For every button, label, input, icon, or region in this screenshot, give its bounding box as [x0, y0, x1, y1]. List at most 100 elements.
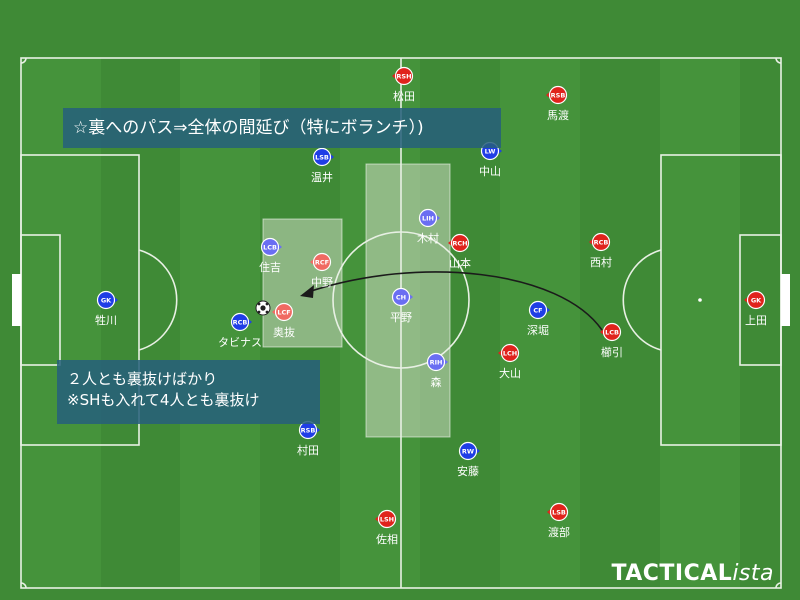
player-position-code: GK [751, 297, 762, 305]
annotation-bottom-line2: ※SHも入れて4人とも裏抜け [67, 391, 260, 409]
player-position-code: LCH [503, 350, 517, 358]
player-disc [591, 232, 611, 252]
player-name: 馬渡 [547, 108, 569, 122]
pass-arrowhead [300, 285, 314, 298]
player-name: 西村 [590, 255, 612, 269]
player-disc [230, 312, 250, 332]
player-disc [377, 509, 397, 529]
player-position-code: RIH [430, 359, 443, 367]
player-name: 渡部 [548, 525, 570, 539]
penalty-arc-left [138, 249, 178, 351]
player-marker: LSB 温井 [311, 147, 334, 184]
player-position-code: CH [396, 294, 406, 302]
player-name: 佐相 [376, 532, 398, 546]
player-marker: RSB 村田 [297, 420, 320, 457]
corner-arc-top-left [20, 57, 27, 64]
player-position-code: RSH [396, 73, 411, 81]
player-position-code: RW [462, 448, 474, 456]
player-disc [391, 287, 411, 307]
player-position-code: LSB [552, 509, 566, 517]
player-name: 深堀 [527, 324, 549, 337]
pass-arrow [307, 271, 603, 331]
player-disc [458, 441, 478, 461]
player-name: 山本 [449, 256, 471, 270]
player-disc [500, 343, 520, 363]
player-name: 大山 [499, 366, 521, 380]
player-marker: CF 深堀 [527, 300, 550, 337]
player-name: 櫛引 [601, 345, 623, 359]
corner-arc-top-right [775, 57, 782, 64]
player-disc [549, 502, 569, 522]
player-marker: RSH 松田 [392, 66, 415, 103]
player-marker: RW 安藤 [457, 441, 480, 478]
player-name: 奥抜 [273, 325, 295, 339]
center-circle [332, 231, 470, 369]
player-marker: RCB 西村 [589, 232, 612, 269]
player-position-code: RCB [233, 319, 248, 327]
player-position-code: CF [533, 307, 542, 315]
penalty-arc-right [622, 249, 662, 351]
player-name: 松田 [393, 89, 415, 103]
player-marker: LSB 渡部 [547, 502, 570, 539]
player-position-code: RCH [452, 240, 467, 248]
ball-icon [255, 300, 271, 316]
player-position-code: LSB [315, 154, 329, 162]
player-position-code: LCF [277, 309, 290, 317]
goal-right [781, 274, 790, 326]
player-disc [96, 290, 116, 310]
player-position-code: RCB [594, 239, 609, 247]
player-marker: RCH 山本 [448, 233, 471, 270]
player-disc [426, 352, 446, 372]
player-marker: LIH 木村 [417, 208, 440, 245]
player-position-code: RCF [315, 259, 329, 267]
player-position-code: LIH [422, 215, 434, 223]
player-name: 中野 [311, 276, 333, 289]
penalty-spot-right [698, 298, 702, 302]
logo-main: TACTICAL [611, 561, 733, 586]
player-position-code: RSB [551, 92, 566, 100]
player-position-code: GK [101, 297, 112, 305]
player-name: 平野 [390, 311, 412, 324]
player-marker: RIH 森 [426, 352, 448, 389]
player-marker: LCB 櫛引 [600, 322, 623, 359]
corner-arc-bottom-right [775, 582, 782, 589]
player-position-code: LW [485, 148, 496, 156]
player-name: 木村 [417, 231, 439, 245]
player-name: 安藤 [457, 464, 479, 478]
player-marker: RCB タビナス [218, 312, 262, 349]
player-name: 住吉 [259, 260, 281, 274]
player-disc [394, 66, 414, 86]
player-disc [548, 85, 568, 105]
player-name: 上田 [745, 314, 767, 327]
player-marker: LSH 佐相 [375, 509, 398, 546]
player-disc [312, 252, 332, 272]
logo-italic: ista [732, 561, 774, 586]
player-name: 森 [431, 375, 442, 389]
player-disc [528, 300, 548, 320]
player-marker: GK 牲川 [95, 290, 118, 327]
player-marker: CH 平野 [390, 287, 413, 324]
player-disc [260, 237, 280, 257]
tacticalista-logo: TACTICALista [611, 561, 774, 586]
player-disc [450, 233, 470, 253]
player-marker: RCF 中野 [310, 252, 333, 289]
player-name: 中山 [479, 165, 501, 178]
player-disc [602, 322, 622, 342]
player-name: タビナス [218, 336, 262, 349]
player-position-code: LCB [605, 329, 619, 337]
player-disc [274, 302, 294, 322]
player-name: 村田 [297, 443, 319, 457]
player-marker: LCF 奥抜 [272, 302, 295, 339]
player-disc [746, 290, 766, 310]
player-marker: LCH 大山 [498, 343, 521, 380]
player-marker: GK 上田 [744, 290, 767, 327]
player-marker: RSB 馬渡 [546, 85, 569, 122]
goal-left [12, 274, 21, 326]
player-name: 牲川 [95, 313, 117, 327]
player-name: 温井 [311, 170, 333, 184]
player-position-code: LSH [380, 516, 394, 524]
player-position-code: RSB [301, 427, 316, 435]
